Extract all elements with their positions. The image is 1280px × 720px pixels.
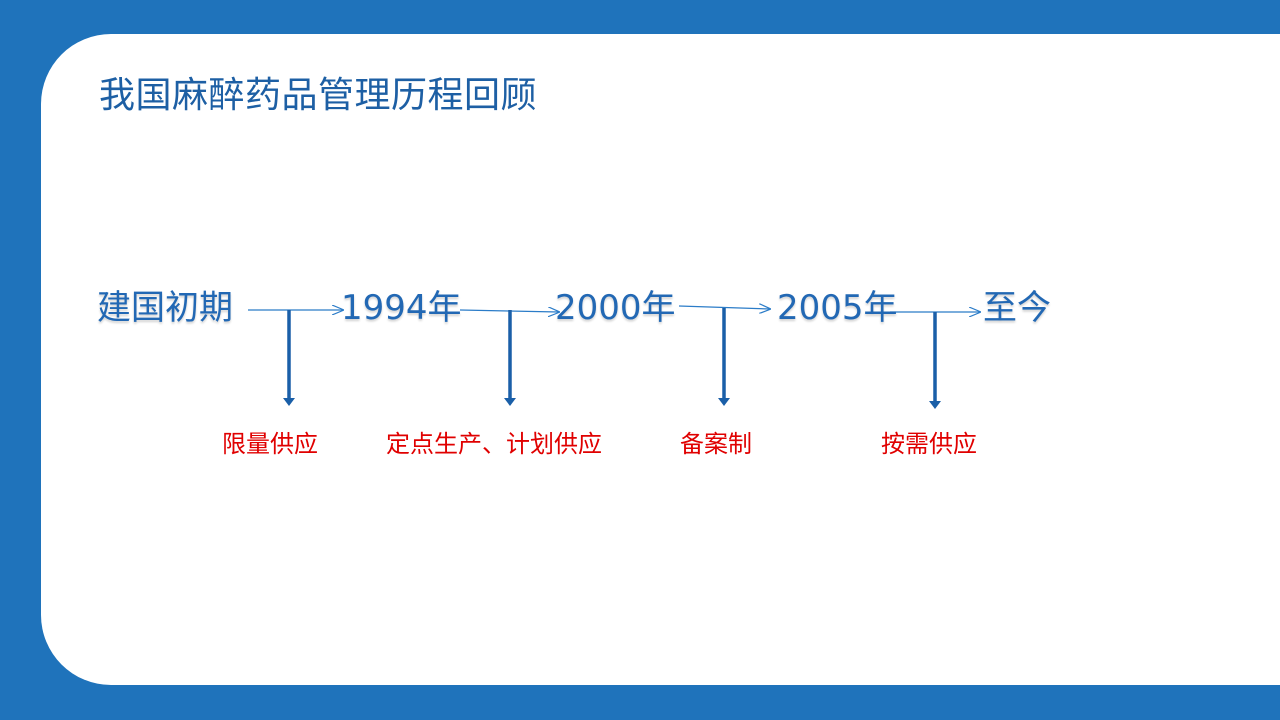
policy-drop-arrow-3 <box>718 308 730 406</box>
timeline-node-2000: 2000年 <box>555 288 676 328</box>
timeline-node-present: 至今 <box>983 288 1051 328</box>
policy-drop-arrow-1 <box>283 310 295 406</box>
slide-panel <box>41 34 1280 685</box>
policy-limited-supply: 限量供应 <box>222 430 318 458</box>
timeline-arrow-3 <box>678 306 770 309</box>
slide-title: 我国麻醉药品管理历程回顾 <box>99 75 538 116</box>
timeline-node-1994: 1994年 <box>341 288 462 328</box>
policy-drop-arrow-4 <box>929 312 941 409</box>
timeline-node-founding: 建国初期 <box>97 288 233 328</box>
timeline-node-2005: 2005年 <box>777 288 898 328</box>
policy-designated-production: 定点生产、计划供应 <box>386 430 602 458</box>
policy-filing-system: 备案制 <box>680 430 752 458</box>
policy-supply-on-demand: 按需供应 <box>881 430 977 458</box>
policy-drop-arrow-2 <box>504 310 516 406</box>
